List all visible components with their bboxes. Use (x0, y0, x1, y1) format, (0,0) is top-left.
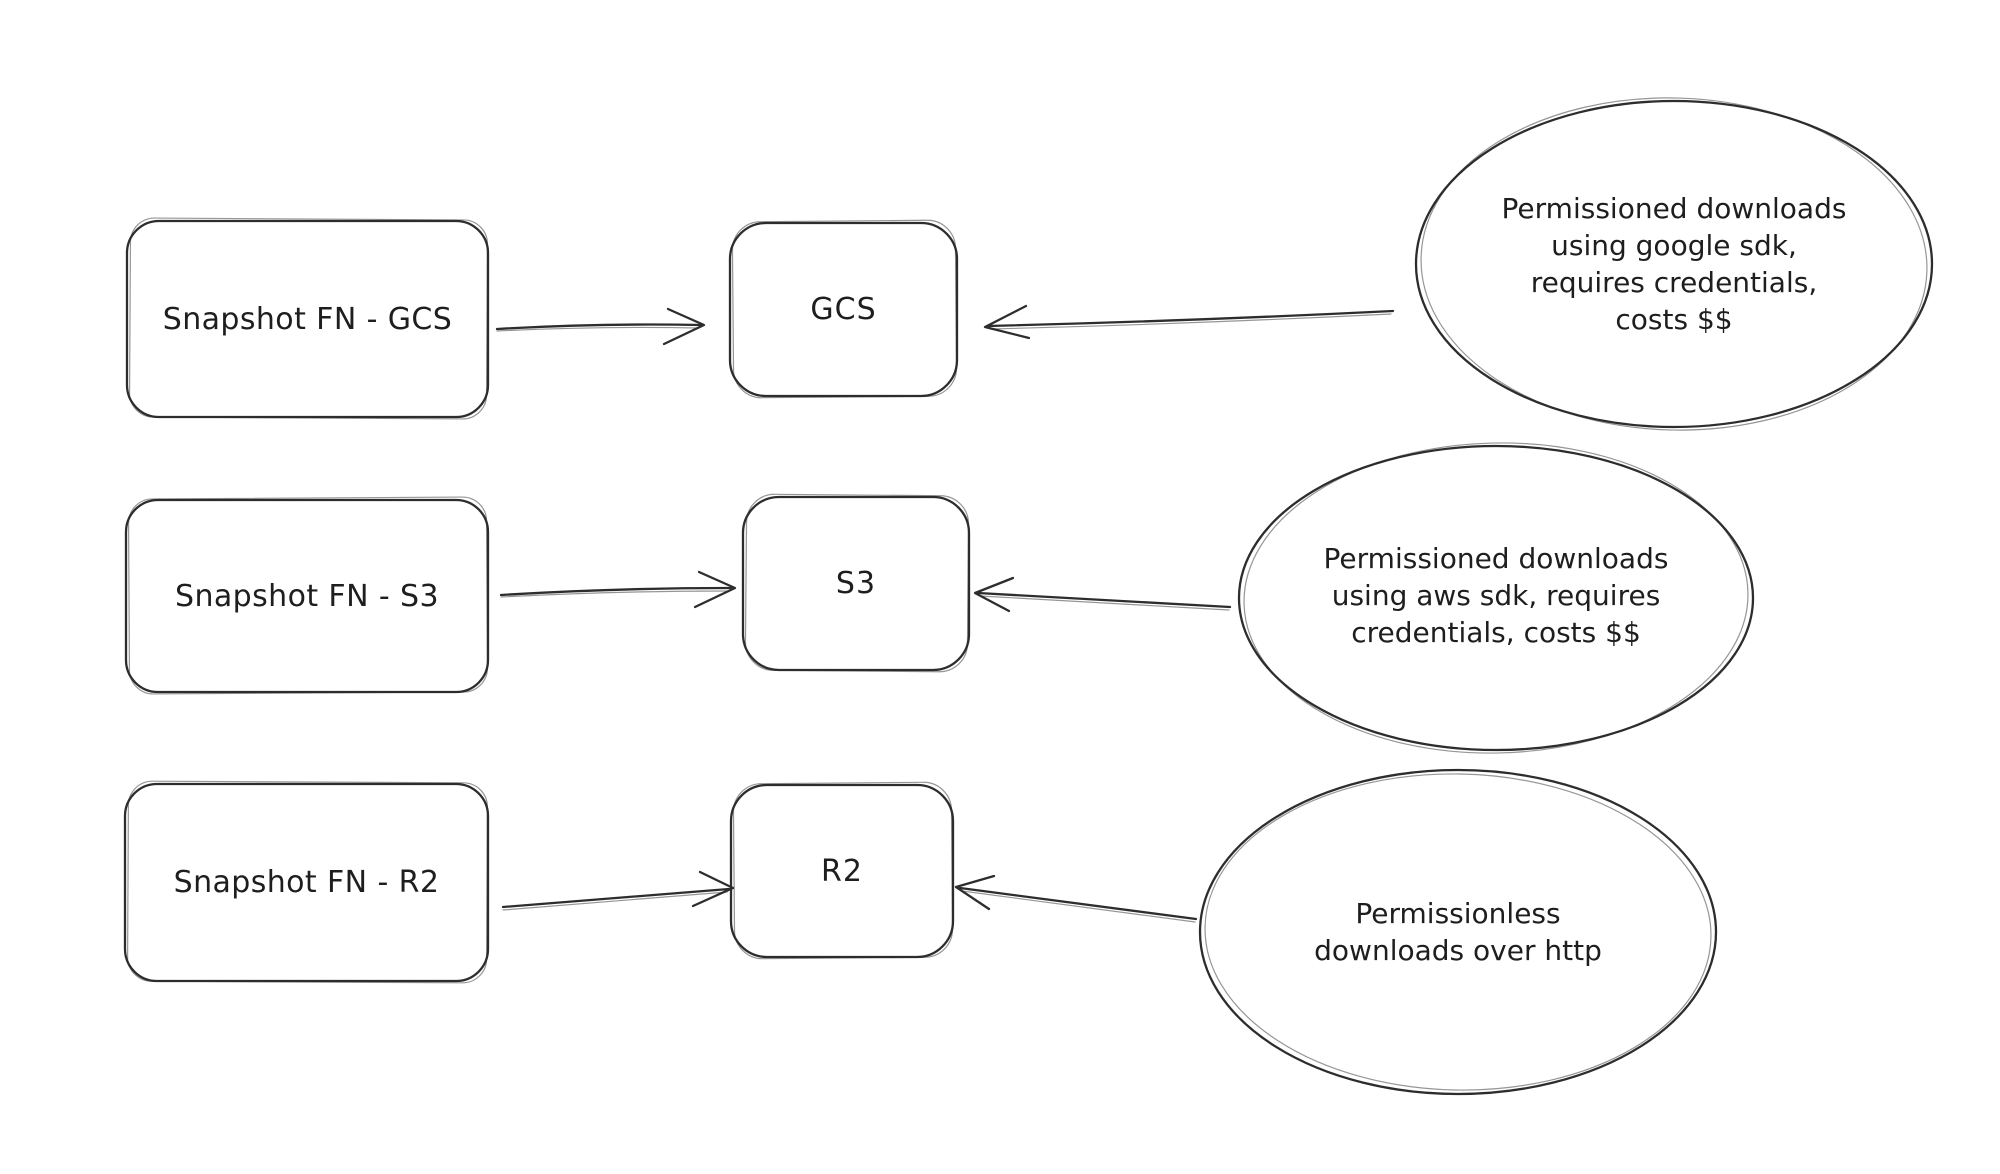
target-box-s3 (741, 493, 971, 673)
source-box-gcs (125, 217, 490, 420)
note-ellipse-gcs (1414, 97, 1934, 431)
arrow-source-to-s3 (499, 570, 737, 609)
source-box-s3 (124, 496, 490, 695)
arrow-note-to-s3 (973, 576, 1232, 613)
arrow-note-to-gcs (983, 304, 1395, 340)
arrow-note-to-r2 (954, 874, 1198, 923)
arrow-source-to-r2 (501, 870, 735, 911)
target-box-gcs (728, 219, 959, 399)
note-ellipse-r2 (1198, 768, 1718, 1096)
note-ellipse-s3 (1237, 442, 1755, 754)
source-box-r2 (123, 780, 490, 984)
target-box-r2 (729, 781, 955, 960)
arrow-source-to-gcs (495, 307, 706, 346)
